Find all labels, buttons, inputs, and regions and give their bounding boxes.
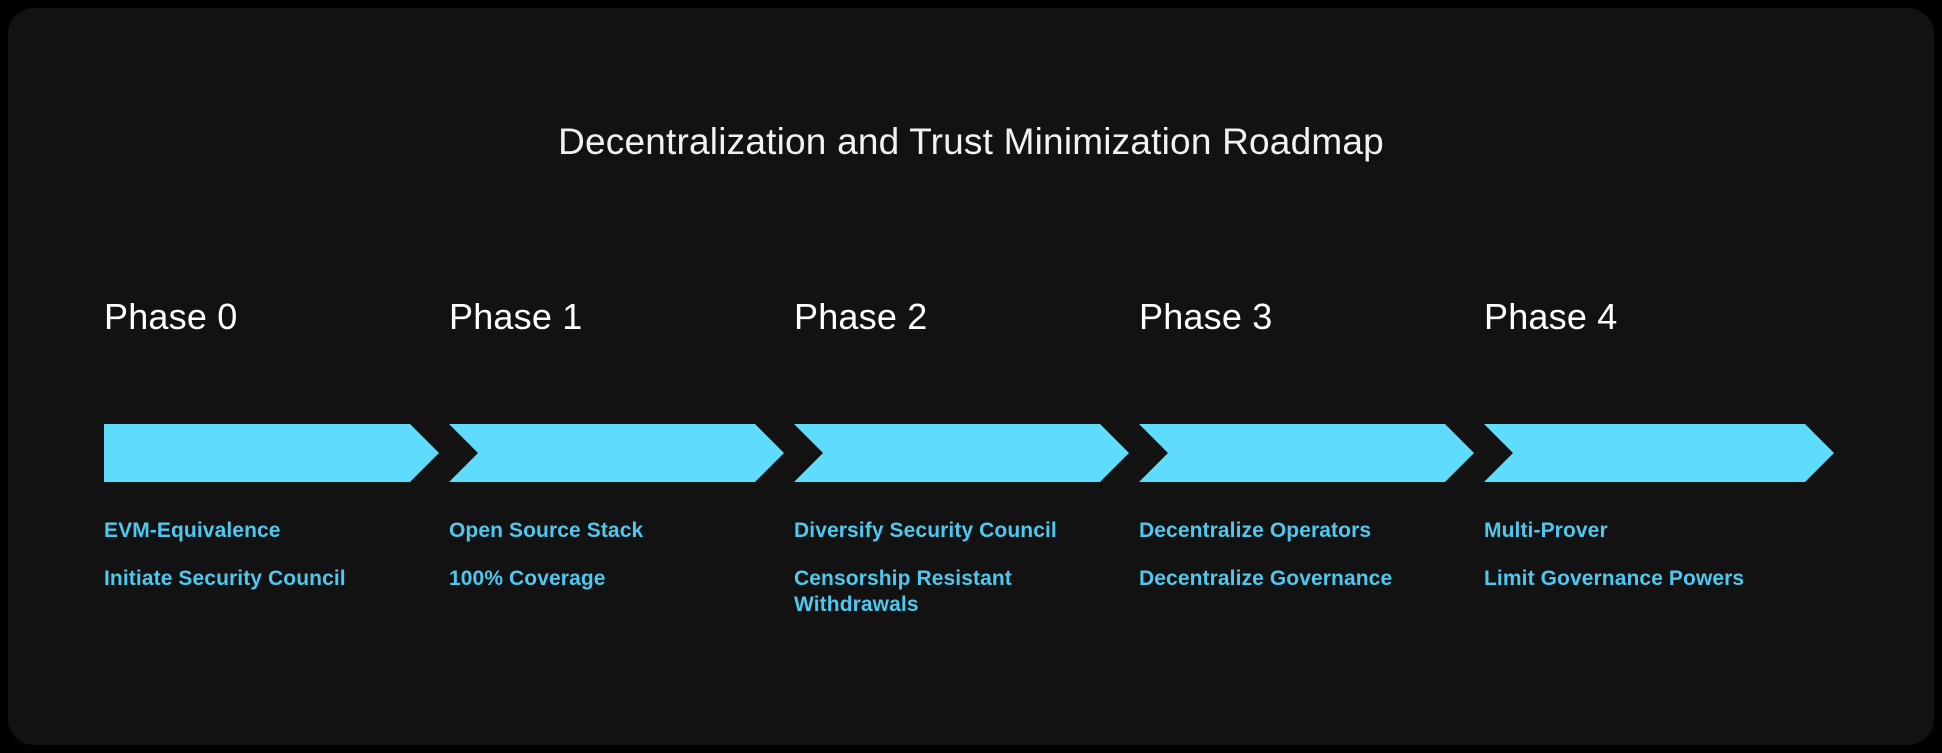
- list-item: Multi-Prover: [1484, 519, 1608, 542]
- phase-column-3: Phase 3 Decentralize Operators Decentral…: [1139, 296, 1484, 676]
- list-item: Limit Governance Powers: [1484, 567, 1745, 590]
- chevron-arrow-phase-1: [449, 424, 784, 482]
- phase-label-3: Phase 3: [1139, 296, 1273, 337]
- list-item: EVM-Equivalence: [104, 519, 281, 542]
- phase-label-1: Phase 1: [449, 296, 583, 337]
- phase-item-list-0: EVM-Equivalence Initiate Security Counci…: [104, 518, 424, 592]
- chevron-arrow-phase-0: [104, 424, 439, 482]
- chevron-arrow-phase-2: [794, 424, 1129, 482]
- phase-item-list-1: Open Source Stack 100% Coverage: [449, 518, 769, 592]
- phase-column-1: Phase 1 Open Source Stack 100% Coverage: [449, 296, 794, 676]
- list-item: Censorship Resistant Withdrawals: [794, 567, 1012, 616]
- list-item: Decentralize Operators: [1139, 519, 1372, 542]
- list-item: Decentralize Governance: [1139, 567, 1393, 590]
- phase-item-list-3: Decentralize Operators Decentralize Gove…: [1139, 518, 1459, 592]
- phase-label-4: Phase 4: [1484, 296, 1618, 337]
- phase-progress-chevrons: [104, 424, 1834, 482]
- page-title: Decentralization and Trust Minimization …: [558, 121, 1384, 162]
- chevron-arrow-phase-4: [1484, 424, 1834, 482]
- phase-label-2: Phase 2: [794, 296, 928, 337]
- phases-grid: Phase 0 EVM-Equivalence Initiate Securit…: [104, 296, 1834, 676]
- list-item: Open Source Stack: [449, 519, 644, 542]
- phase-column-2: Phase 2 Diversify Security Council Censo…: [794, 296, 1139, 676]
- phase-item-list-4: Multi-Prover Limit Governance Powers: [1484, 518, 1804, 592]
- list-item: Diversify Security Council: [794, 519, 1057, 542]
- phase-label-0: Phase 0: [104, 296, 238, 337]
- list-item: Initiate Security Council: [104, 567, 346, 590]
- phase-column-0: Phase 0 EVM-Equivalence Initiate Securit…: [104, 296, 449, 676]
- roadmap-card: Decentralization and Trust Minimization …: [8, 8, 1934, 745]
- chevron-arrow-phase-3: [1139, 424, 1474, 482]
- list-item: 100% Coverage: [449, 567, 606, 590]
- phase-column-4: Phase 4 Multi-Prover Limit Governance Po…: [1484, 296, 1829, 676]
- phase-item-list-2: Diversify Security Council Censorship Re…: [794, 518, 1114, 618]
